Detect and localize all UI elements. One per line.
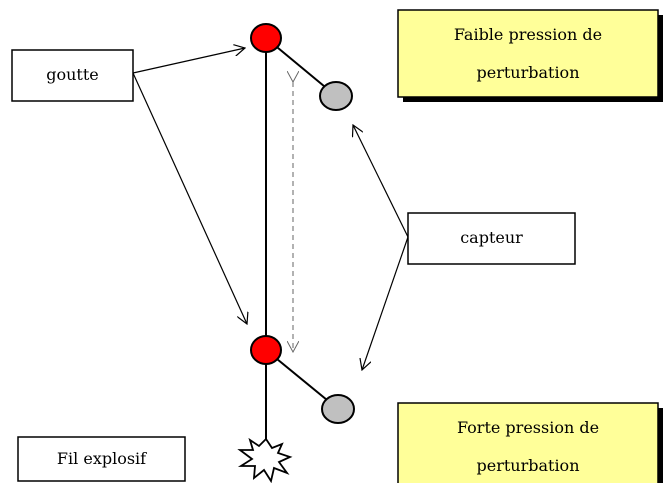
goutte-arrow-lower bbox=[132, 72, 247, 324]
high-pressure-line1: Forte pression de bbox=[457, 418, 599, 437]
low-pressure-note bbox=[397, 9, 659, 98]
low-pressure-line2: perturbation bbox=[476, 63, 579, 82]
goutte-label-box bbox=[11, 49, 134, 102]
high-pressure-line2: perturbation bbox=[476, 456, 579, 475]
goutte-arrow-upper bbox=[132, 48, 245, 74]
goutte-label: goutte bbox=[46, 65, 99, 84]
capteur-arrow-upper bbox=[353, 125, 409, 238]
upper-drop bbox=[250, 23, 282, 53]
explosion-icon bbox=[237, 437, 293, 484]
low-pressure-line1: Faible pression de bbox=[454, 25, 602, 44]
capteur-label: capteur bbox=[460, 228, 523, 247]
lower-drop bbox=[250, 335, 282, 365]
upper-sensor bbox=[319, 81, 353, 111]
fil-explosif-label-box bbox=[17, 436, 186, 482]
capteur-arrow-lower bbox=[362, 236, 409, 370]
lower-sensor bbox=[321, 394, 355, 424]
capteur-label-box bbox=[407, 212, 576, 265]
fil-explosif-label: Fil explosif bbox=[57, 449, 147, 468]
high-pressure-note bbox=[397, 402, 659, 488]
